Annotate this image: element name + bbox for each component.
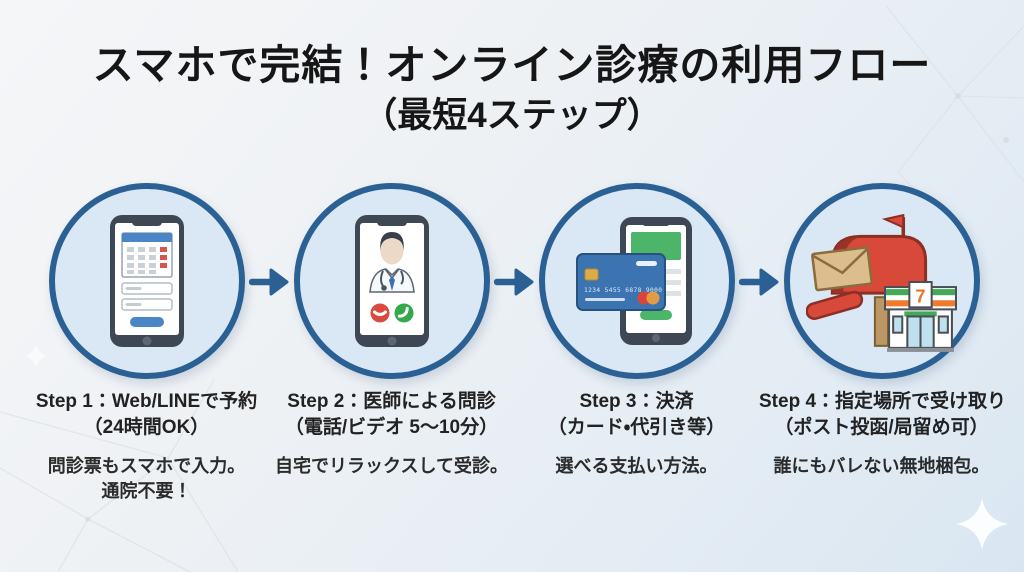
step-4-circle: 7 (783, 183, 980, 379)
step-1-circle (48, 183, 245, 379)
step-3-title-line-2: （カード・代引き等） (547, 417, 726, 438)
step-2-column (269, 183, 514, 379)
flow-arrow-icon (739, 268, 779, 296)
step-3-circle: 1234 5455 6878 9000 (538, 183, 735, 379)
flow-arrow-icon (494, 268, 534, 296)
doctor-video-call-icon (354, 215, 429, 347)
step-1-title-line-2: （24時間OK） (83, 417, 210, 438)
step-1-title-line-1: Step 1：Web/LINEで予約 (35, 391, 258, 412)
store-logo-text: 7 (915, 285, 925, 306)
step-1-label: Step 1：Web/LINEで予約 （24時間OK） 問診票もスマホで入力。 … (24, 389, 269, 504)
step-labels-row: Step 1：Web/LINEで予約 （24時間OK） 問診票もスマホで入力。 … (24, 389, 1007, 504)
flow-steps-row: 1234 5455 6878 9000 (24, 183, 1004, 379)
title-line-2: （最短4ステップ） (362, 96, 662, 135)
step-1-desc-line-1: 問診票もスマホで入力。 (47, 456, 246, 476)
mailbox-store-pickup-icon: 7 (805, 213, 957, 352)
step-3-column: 1234 5455 6878 9000 (514, 183, 759, 379)
step-4-label: Step 4：指定場所で受け取り （ポスト投函/局留め可） 誰にもバレない無地梱… (759, 389, 1007, 504)
step-3-desc-line-1: 選べる支払い方法。 (555, 456, 718, 476)
step-2-title-line-2: （電話/ビデオ 5〜10分） (284, 417, 499, 438)
step-4-title-line-2: （ポスト投函/局留め可） (774, 417, 989, 438)
step-4-title-line-1: Step 4：指定場所で受け取り (759, 391, 1007, 412)
step-2-circle (293, 183, 490, 379)
step-1-column (24, 183, 269, 379)
step-4-column: 7 (759, 183, 1004, 379)
step-2-label: Step 2：医師による問診 （電話/ビデオ 5〜10分） 自宅でリラックスして… (269, 389, 514, 504)
title-line-1: スマホで完結！オンライン診療の利用フロー (92, 42, 932, 88)
page-title: スマホで完結！オンライン診療の利用フロー （最短4ステップ） (0, 40, 1024, 138)
step-3-label: Step 3：決済 （カード・代引き等） 選べる支払い方法。 (514, 389, 759, 504)
credit-card-number: 1234 5455 6878 9000 (584, 287, 662, 294)
step-2-title-line-1: Step 2：医師による問診 (287, 391, 496, 412)
flow-arrow-icon (249, 268, 289, 296)
convenience-store-icon: 7 (883, 281, 957, 352)
step-2-desc-line-1: 自宅でリラックスして受診。 (275, 456, 508, 476)
step-1-desc-line-2: 通院不要！ (101, 481, 192, 501)
smartphone-calendar-booking-icon (109, 215, 184, 347)
credit-card-payment-icon: 1234 5455 6878 9000 (575, 217, 692, 345)
step-4-desc-line-1: 誰にもバレない無地梱包。 (773, 456, 990, 476)
step-3-title-line-1: Step 3：決済 (579, 391, 694, 412)
